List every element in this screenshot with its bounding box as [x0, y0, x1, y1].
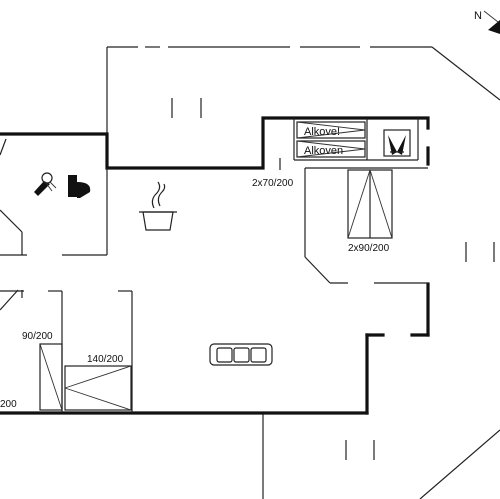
bed-140: 140/200: [64, 354, 132, 411]
sofa-icon: [209, 343, 273, 366]
shower-icon: [34, 172, 57, 196]
bed-2x90-label: 2x90/200: [348, 243, 390, 254]
lower-terrace-outline: [262, 413, 500, 499]
alcove-label-1: Alkove!: [304, 126, 340, 138]
bed-2x90: 2x90/200: [347, 169, 393, 254]
bed-2x70-label: 2x70/200: [252, 178, 294, 189]
north-label: N: [474, 10, 482, 22]
alcove-label-2: Alkoven: [304, 145, 343, 157]
bed-90-label: 90/200: [22, 331, 53, 342]
interior-walls: [0, 118, 428, 413]
alcove-beds: Alkove! Alkoven: [296, 121, 366, 158]
fireplace-icon: [383, 129, 411, 157]
stove-icon: [139, 181, 177, 231]
toilet-icon: [68, 175, 91, 198]
north-arrow: N: [474, 10, 500, 34]
bed-140-label: 140/200: [87, 354, 124, 365]
exterior-walls: [0, 116, 430, 415]
bed-edge-label: 200: [0, 399, 17, 410]
terrace-outline: [106, 46, 500, 262]
bed-90: 90/200: [22, 331, 63, 411]
